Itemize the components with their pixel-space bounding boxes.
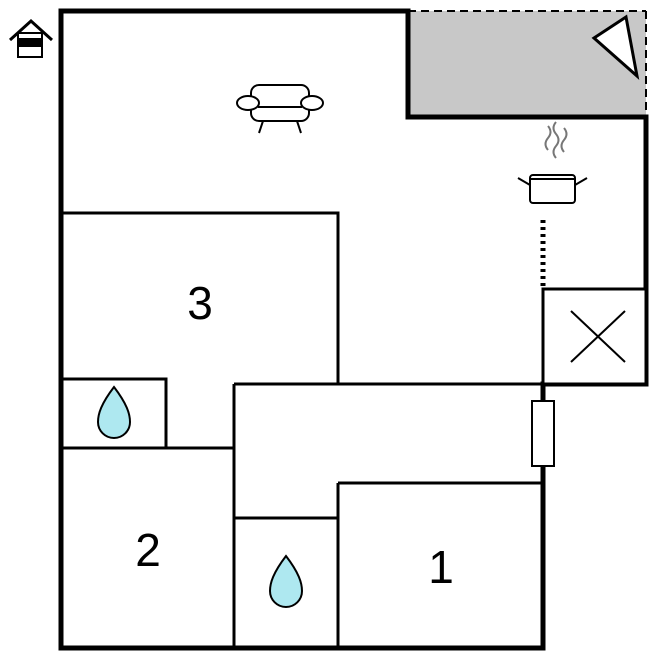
terrace-arrow-icon	[591, 14, 640, 81]
window-frame-icon	[531, 400, 555, 467]
bathroom-water-drop-icon	[96, 385, 132, 439]
entrance-house-icon	[8, 18, 54, 58]
bathroom-water-drop-icon	[268, 554, 304, 608]
room-label-3: 3	[187, 277, 213, 329]
terrace	[408, 10, 647, 117]
fireplace-x-icon	[541, 287, 648, 386]
cooking-pot-icon	[517, 121, 588, 204]
interior-walls	[61, 211, 543, 648]
sofa-icon	[236, 84, 324, 134]
room-label-2: 2	[135, 524, 161, 576]
room-label-1: 1	[428, 541, 454, 593]
